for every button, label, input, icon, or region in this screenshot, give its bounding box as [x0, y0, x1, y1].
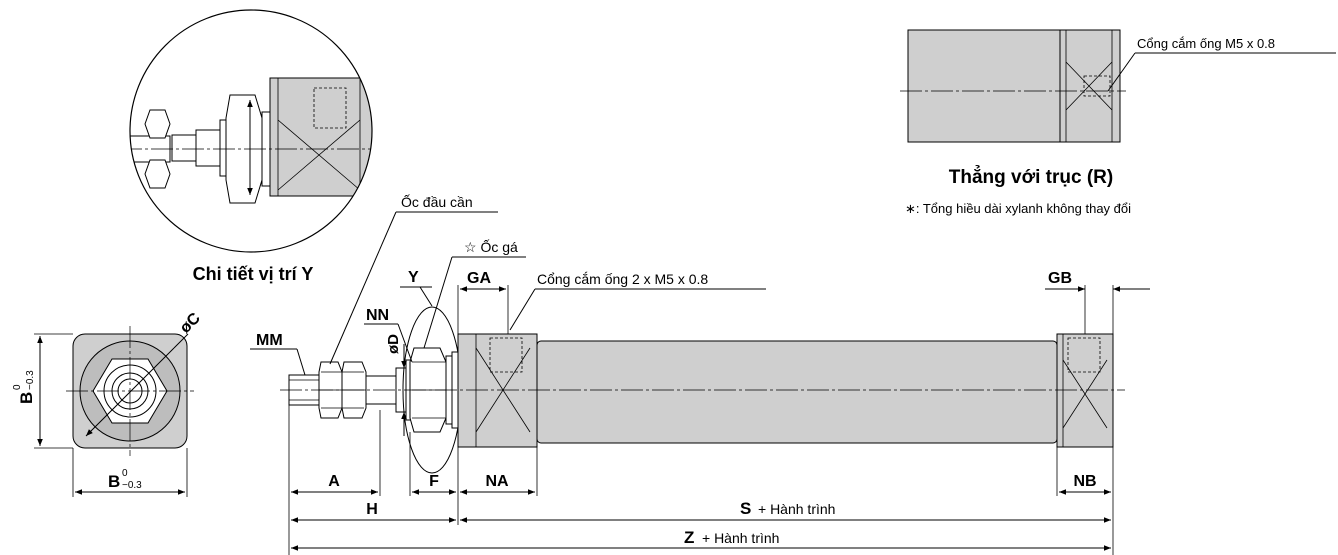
dim-d-label: øD [385, 334, 402, 354]
detail-y-title: Chi tiết vị trí Y [193, 264, 314, 284]
end-view: øC B 0 −0.3 B 0 −0.3 [12, 309, 204, 497]
dim-na-label: NA [485, 473, 509, 490]
dim-c-label: øC [177, 309, 204, 336]
dim-f-label: F [429, 473, 439, 490]
rod-cover [457, 333, 538, 448]
dim-z-suffix: + Hành trình [702, 530, 779, 546]
dim-b-horizontal-sub: −0.3 [122, 480, 142, 491]
dim-a-label: A [328, 473, 340, 490]
dim-nn-label: NN [366, 307, 389, 324]
rod-nut-label: Ốc đầu cần [401, 193, 473, 210]
dim-z-label: Z [684, 528, 694, 547]
dim-s-suffix: + Hành trình [758, 501, 835, 517]
axial-view-title: Thẳng với trục (R) [949, 166, 1113, 188]
dim-nb-label: NB [1073, 473, 1096, 490]
dim-y-label: Y [408, 269, 419, 286]
dim-mm-label: MM [256, 332, 283, 349]
dim-b-vertical-label: B [17, 392, 36, 404]
axial-barrel [907, 29, 1061, 143]
axial-view-note: ∗: Tổng hiều dài xylanh không thay đổi [905, 201, 1131, 216]
main-port-label: Cổng cắm ống 2 x M5 x 0.8 [537, 271, 708, 287]
axial-port-view: Cổng cắm ống M5 x 0.8 Thẳng với trục (R)… [900, 29, 1336, 216]
head-cover [1056, 333, 1114, 448]
detail-circle [129, 9, 373, 253]
dim-h-label: H [366, 501, 378, 518]
detail-y-view: Chi tiết vị trí Y [129, 9, 373, 284]
dim-gb-label: GB [1048, 270, 1072, 287]
main-side-view: MM NN Ốc đầu cần ☆ Ốc gá Y øD GA Cổng cắ… [250, 193, 1150, 474]
port-r-label: Cổng cắm ống M5 x 0.8 [1137, 36, 1275, 51]
cylinder-barrel [536, 340, 1058, 444]
dim-b-vertical-sub: −0.3 [25, 370, 36, 390]
dim-b-vertical-sup: 0 [12, 384, 23, 390]
mount-nut-label: ☆ Ốc gá [464, 238, 518, 255]
dim-ga-label: GA [467, 270, 491, 287]
mm-leader [296, 348, 306, 376]
dim-b-horizontal-label: B [108, 472, 120, 491]
dim-s-label: S [740, 499, 751, 518]
dim-b-horizontal-sup: 0 [122, 468, 128, 479]
bottom-dimensions: A F NA NB H S + Hành trình Z + Hành trìn… [288, 405, 1114, 555]
